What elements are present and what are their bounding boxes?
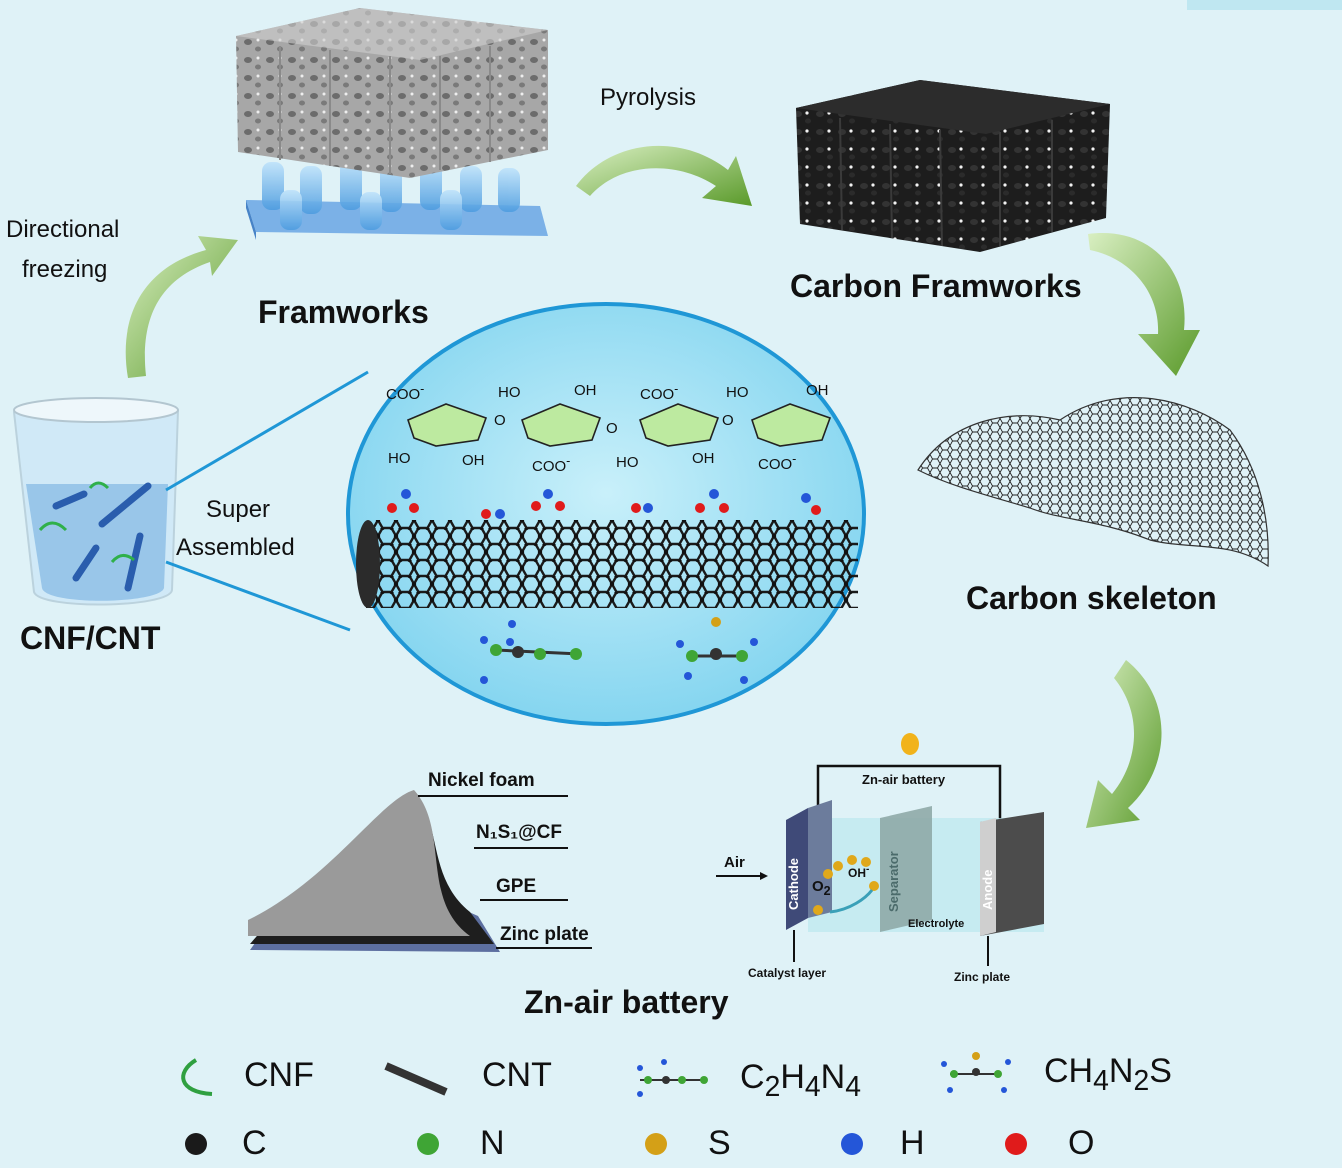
legend-icons	[181, 1052, 1027, 1155]
cnf-cnt-label: CNF/CNT	[20, 620, 161, 656]
carbon-skeleton-label: Carbon skeleton	[966, 580, 1217, 616]
atom-s-icon	[645, 1133, 667, 1155]
chem-oh-4: OH	[806, 382, 829, 399]
atom-h-icon	[841, 1133, 863, 1155]
ch4n2s-icon	[941, 1052, 1011, 1093]
battery-cathode-label: Cathode	[786, 858, 801, 910]
chem-o-bridge-3: O	[722, 412, 734, 429]
molecule-c2h4n4	[480, 620, 582, 684]
chem-oh-2: OH	[574, 382, 597, 399]
battery-o2-label: O2	[812, 878, 831, 898]
pyrolysis-label: Pyrolysis	[600, 84, 697, 111]
assembly-ellipse	[346, 302, 866, 726]
legend-label-ch4n2s: CH4N2S	[1044, 1052, 1172, 1097]
molecule-ch4n2s	[676, 617, 758, 684]
battery-electrolyte-label: Electrolyte	[908, 918, 965, 930]
atom-c-icon	[185, 1133, 207, 1155]
chem-ho-2: HO	[498, 384, 521, 401]
battery-catalyst-layer-label: Catalyst layer	[748, 966, 827, 980]
chem-ho-3: HO	[616, 454, 639, 471]
layer-label-nickel-foam: Nickel foam	[428, 770, 535, 791]
atom-n-icon	[417, 1133, 439, 1155]
carbon-frameworks-illustration	[796, 80, 1110, 252]
arrow-freezing	[125, 236, 238, 378]
frameworks-label: Framworks	[258, 294, 429, 330]
legend-label-cnf: CNF	[244, 1056, 314, 1094]
atom-o-icon	[1005, 1133, 1027, 1155]
legend-label-c2h4n4: C2H4N4	[740, 1058, 861, 1103]
frameworks-illustration	[236, 8, 548, 240]
legend-label-o: O	[1068, 1124, 1095, 1162]
layer-label-ns-cf: N₁S₁@CF	[476, 822, 562, 843]
zn-air-battery-title: Zn-air battery	[524, 984, 729, 1020]
battery-oh-label: OH-	[848, 864, 870, 880]
layer-label-gpe: GPE	[496, 876, 537, 897]
battery-illustration	[716, 733, 1044, 966]
legend-label-c: C	[242, 1124, 267, 1162]
arrow-pyrolysis	[576, 145, 752, 206]
battery-zinc-plate-label: Zinc plate	[954, 970, 1011, 984]
super-assembled-label-2: Assembled	[176, 534, 295, 561]
directional-freezing-label-1: Directional	[6, 216, 120, 243]
chem-o-bridge-1: O	[494, 412, 506, 429]
carbon-frameworks-label: Carbon Framworks	[790, 268, 1082, 304]
cnt-icon	[384, 1062, 448, 1096]
chem-ho-4: HO	[726, 384, 749, 401]
chem-coo-1: COO-	[386, 382, 425, 403]
arrow-carbonize	[1088, 233, 1200, 376]
legend-label-h: H	[900, 1124, 925, 1162]
cnf-icon	[181, 1058, 213, 1096]
legend-label-cnt: CNT	[482, 1056, 552, 1094]
battery-anode-label: Anode	[980, 869, 995, 910]
legend-label-s: S	[708, 1124, 731, 1162]
chem-oh-3: OH	[692, 450, 715, 467]
cnt-tube	[366, 520, 858, 608]
battery-separator-label: Separator	[886, 851, 901, 912]
chem-ho-1: HO	[388, 450, 411, 467]
chem-coo-4: COO-	[758, 452, 797, 473]
legend-label-n: N	[480, 1124, 505, 1162]
connector-top	[165, 370, 369, 492]
chem-coo-2: COO-	[532, 454, 571, 475]
connector-bottom	[165, 560, 351, 632]
super-assembled-label-1: Super	[206, 496, 271, 523]
directional-freezing-label-2: freezing	[22, 256, 108, 283]
battery-title: Zn-air battery	[862, 772, 946, 787]
chem-o-bridge-2: O	[606, 420, 618, 437]
layer-stack-illustration	[248, 790, 592, 952]
corner-tab	[1187, 0, 1342, 10]
chem-coo-3: COO-	[640, 382, 679, 403]
c2h4n4-icon	[637, 1059, 708, 1097]
beaker-illustration	[12, 397, 180, 606]
chem-oh-1: OH	[462, 452, 485, 469]
layer-label-zinc-plate: Zinc plate	[500, 924, 589, 945]
carbon-skeleton-sheet	[917, 397, 1269, 568]
battery-air-label: Air	[724, 854, 745, 871]
arrow-battery	[1086, 660, 1162, 828]
